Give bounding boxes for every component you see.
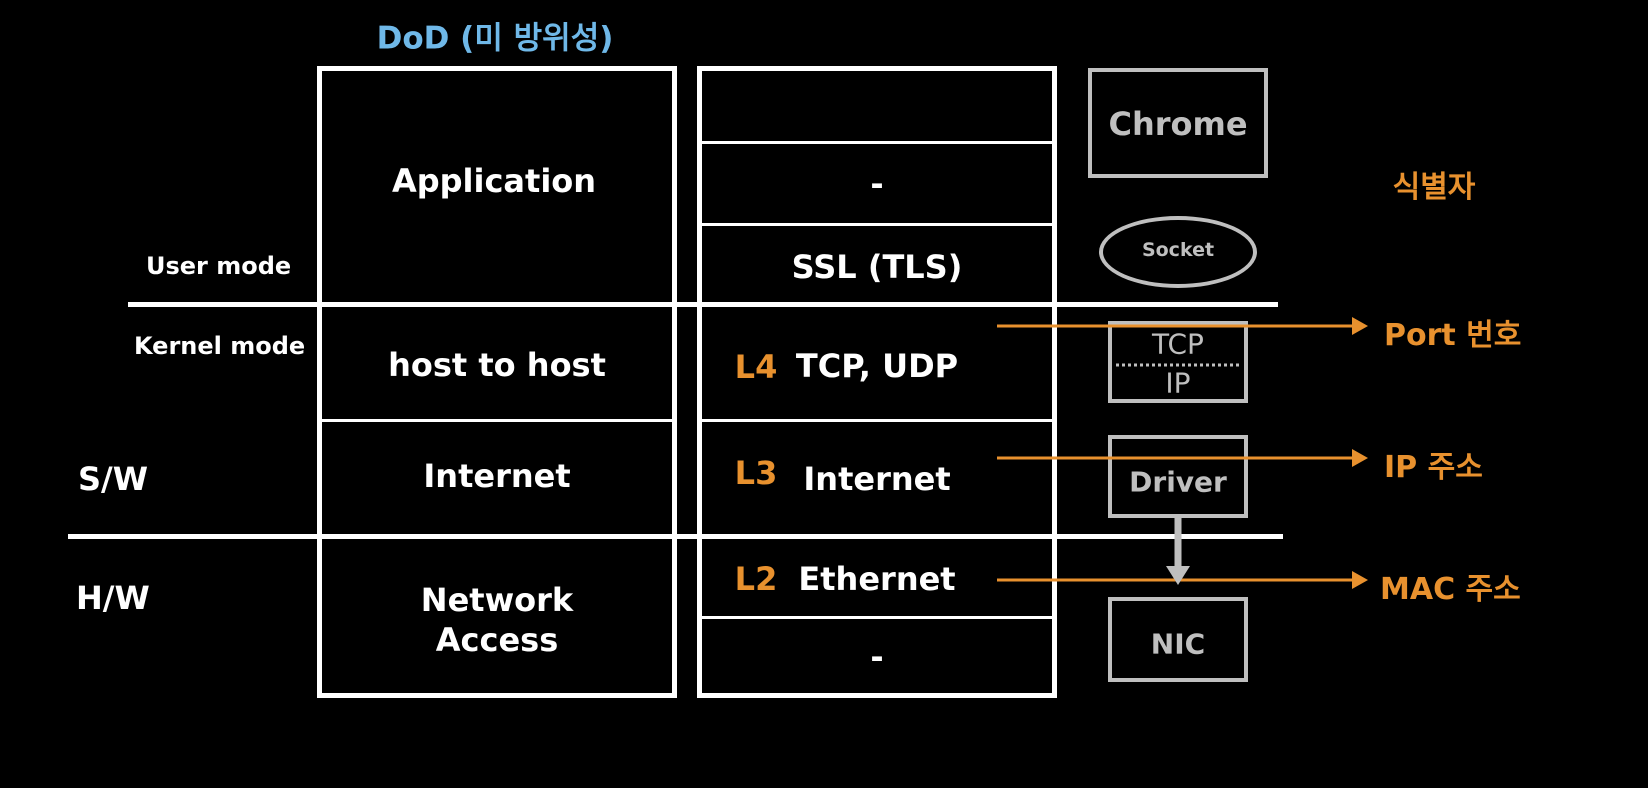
dod-application: Application [391, 162, 597, 200]
tcp-ip-box [1108, 321, 1248, 403]
osi-ssl-tls: SSL (TLS) [791, 248, 963, 286]
kernel-mode-label: Kernel mode [134, 332, 306, 360]
dod-network: Network [420, 581, 574, 619]
driver-nic-arrow-head [1166, 566, 1190, 585]
mac-address-label: MAC 주소 [1380, 572, 1521, 607]
nic-box [1108, 597, 1248, 682]
dod-access: Access [435, 621, 559, 659]
identifier-heading: 식별자 [1392, 170, 1476, 205]
driver-label: Driver [1129, 465, 1227, 499]
chrome-label: Chrome [1108, 105, 1248, 143]
driver-box [1108, 435, 1248, 518]
ip-label: IP [1165, 366, 1191, 400]
dod-column [317, 66, 677, 698]
user-kernel-separator [128, 302, 1278, 307]
dod-divider-1 [322, 419, 672, 422]
l4-tag: L4 [734, 348, 778, 386]
socket-label: Socket [1141, 239, 1215, 261]
osi-divider-3 [702, 419, 1052, 422]
osi-divider-4 [702, 616, 1052, 619]
osi-divider-1 [702, 141, 1052, 144]
l2-tag: L2 [734, 560, 778, 598]
tcp-label: TCP [1152, 327, 1204, 361]
diagram-title: DoD (미 방위성) [376, 20, 614, 57]
osi-internet: Internet [803, 460, 951, 498]
dod-host-to-host: host to host [388, 346, 606, 384]
l3-tag: L3 [734, 454, 778, 492]
ip-arrow-head [1352, 449, 1368, 467]
socket-ellipse [1099, 216, 1257, 288]
chrome-box [1088, 68, 1268, 178]
user-mode-label: User mode [146, 252, 292, 280]
sw-label: S/W [78, 460, 149, 498]
osi-tcp-udp: TCP, UDP [795, 347, 959, 385]
osi-row-dash-top: - [870, 165, 884, 203]
osi-column [697, 66, 1057, 698]
hw-label: H/W [76, 579, 150, 617]
dod-internet: Internet [423, 457, 571, 495]
osi-row-dash-bottom: - [870, 638, 884, 676]
port-arrow-head [1352, 317, 1368, 335]
mac-arrow-head [1352, 571, 1368, 589]
sw-hw-separator [68, 534, 1283, 539]
ip-address-label: IP 주소 [1384, 450, 1483, 485]
osi-ethernet: Ethernet [798, 560, 956, 598]
port-number-label: Port 번호 [1384, 318, 1522, 353]
osi-divider-2 [702, 223, 1052, 226]
nic-label: NIC [1150, 627, 1206, 661]
